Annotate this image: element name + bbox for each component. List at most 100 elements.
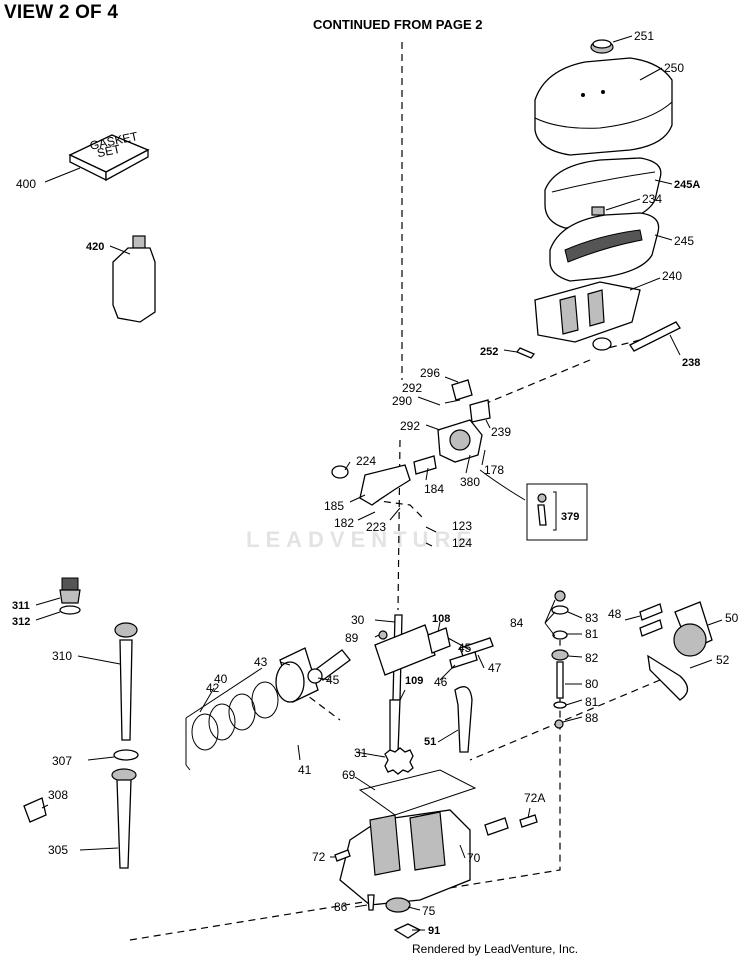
timing-gear-31 xyxy=(384,747,414,775)
callout-239: 239 xyxy=(491,425,511,439)
rod-52 xyxy=(647,654,689,701)
pin-89 xyxy=(378,630,388,640)
bearing-75 xyxy=(385,897,411,913)
crankcase xyxy=(339,769,477,906)
screw-46 xyxy=(449,651,478,669)
callout-311: 311 xyxy=(12,600,30,612)
callout-290: 290 xyxy=(392,394,412,408)
screw-72A xyxy=(484,817,509,836)
callout-245A: 245A xyxy=(674,179,700,191)
callout-43: 43 xyxy=(254,655,268,669)
fuel-line-380 xyxy=(479,469,526,501)
continued-label: CONTINUED FROM PAGE 2 xyxy=(313,17,483,32)
lever-51 xyxy=(454,686,473,753)
callout-51: 51 xyxy=(424,736,436,748)
callout-81-upper: 81 xyxy=(585,627,599,641)
callout-109: 109 xyxy=(405,675,423,687)
callout-224: 224 xyxy=(356,454,376,468)
footer-credit: Rendered by LeadVenture, Inc. xyxy=(412,942,579,956)
callout-252: 252 xyxy=(480,346,498,358)
bracket-40 xyxy=(185,667,263,771)
nut-234 xyxy=(591,206,605,216)
callout-45-lower: 45 xyxy=(326,673,340,687)
oil-bottle xyxy=(112,235,156,323)
view-title: VIEW 2 OF 4 xyxy=(4,2,119,23)
callout-80: 80 xyxy=(585,677,599,691)
callout-46: 46 xyxy=(434,675,448,689)
callout-30: 30 xyxy=(351,613,365,627)
piston-assembly xyxy=(191,647,351,751)
callout-223: 223 xyxy=(366,520,386,534)
callout-310: 310 xyxy=(52,649,72,663)
screw-72 xyxy=(334,849,351,862)
callout-41: 41 xyxy=(298,763,312,777)
callout-47: 47 xyxy=(488,661,502,675)
callout-52: 52 xyxy=(716,653,730,667)
callout-251: 251 xyxy=(634,29,654,43)
callout-108: 108 xyxy=(432,613,450,625)
callout-185: 185 xyxy=(324,499,344,513)
callout-50: 50 xyxy=(725,611,739,625)
washer-72A xyxy=(519,814,538,828)
callout-124: 124 xyxy=(452,536,472,550)
clip-308 xyxy=(23,797,47,823)
callout-81-lower: 81 xyxy=(585,695,599,709)
callout-45-upper: 45 xyxy=(458,641,472,655)
governor-stack xyxy=(551,590,569,729)
gasket-box-line2: SET xyxy=(96,142,122,161)
callout-308: 308 xyxy=(48,788,68,802)
callout-labels: 251 250 245A 234 245 240 252 238 400 420… xyxy=(12,29,739,937)
callout-234: 234 xyxy=(642,192,662,206)
intake-manifold xyxy=(331,464,411,506)
callout-184: 184 xyxy=(424,482,444,496)
callout-240: 240 xyxy=(662,269,682,283)
gasket-184 xyxy=(413,455,437,475)
callout-238: 238 xyxy=(682,357,700,369)
callout-31: 31 xyxy=(354,746,368,760)
callout-312: 312 xyxy=(12,616,30,628)
oil-dipstick-cap xyxy=(59,577,81,615)
camshaft-50 xyxy=(639,601,713,657)
callout-83: 83 xyxy=(585,611,599,625)
callout-380: 380 xyxy=(460,475,480,489)
choke-kit-379 xyxy=(526,483,588,541)
callout-48: 48 xyxy=(608,607,622,621)
callout-123: 123 xyxy=(452,519,472,533)
bolt-86 xyxy=(367,894,375,911)
callout-292-bottom: 292 xyxy=(400,419,420,433)
callout-84: 84 xyxy=(510,616,524,630)
gasket-set-box xyxy=(68,134,150,182)
stud-238 xyxy=(629,321,681,352)
callout-379: 379 xyxy=(561,511,579,523)
callout-42: 42 xyxy=(206,681,220,695)
callout-69: 69 xyxy=(342,768,356,782)
fan-91 xyxy=(393,923,422,939)
callout-91: 91 xyxy=(428,925,440,937)
pre-filter xyxy=(544,157,662,229)
callout-72: 72 xyxy=(312,850,326,864)
governor-45 xyxy=(427,627,451,654)
callout-245: 245 xyxy=(674,234,694,248)
air-filter-element xyxy=(549,212,660,282)
air-cleaner-knob xyxy=(590,39,614,54)
callout-40: 40 xyxy=(214,672,228,686)
callout-420: 420 xyxy=(86,241,104,253)
callout-72A: 72A xyxy=(524,791,545,805)
carburetor xyxy=(437,379,491,463)
callout-250: 250 xyxy=(664,61,684,75)
callout-75: 75 xyxy=(422,904,436,918)
callout-178: 178 xyxy=(484,463,504,477)
oil-fill-tube xyxy=(111,622,139,869)
screw-252 xyxy=(515,347,536,359)
assembly-guide-lines xyxy=(129,42,661,941)
callout-400: 400 xyxy=(16,177,36,191)
leader-lines xyxy=(35,35,723,931)
callout-82: 82 xyxy=(585,651,599,665)
screw-47 xyxy=(459,637,494,657)
air-cleaner-cover xyxy=(534,57,673,156)
callout-305: 305 xyxy=(48,843,68,857)
callout-292-top: 292 xyxy=(402,381,422,395)
callout-70: 70 xyxy=(467,851,481,865)
callout-89: 89 xyxy=(345,631,359,645)
